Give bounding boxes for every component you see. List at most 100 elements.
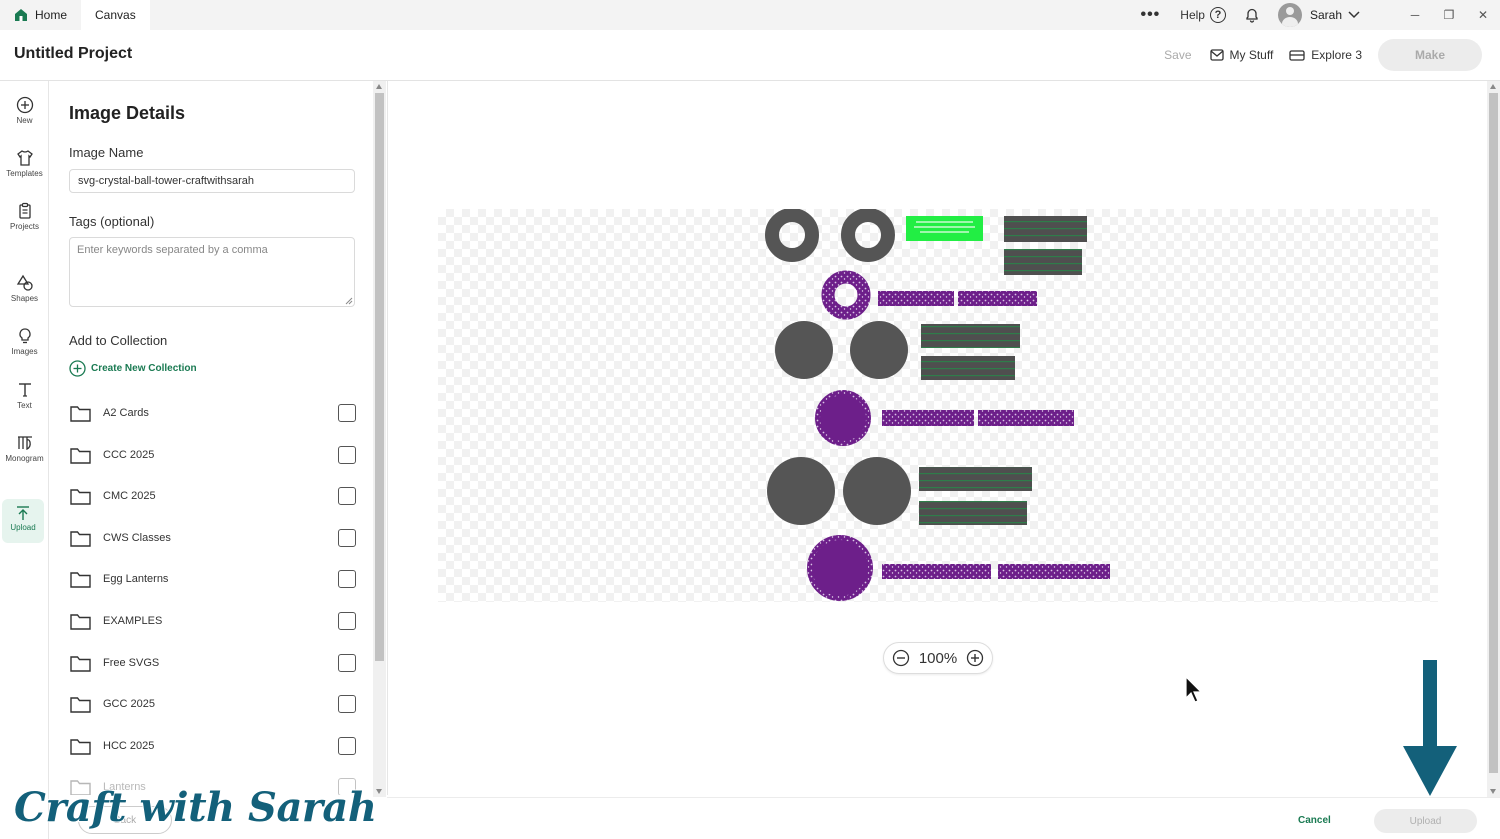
rail-monogram[interactable]: Monogram bbox=[0, 434, 49, 463]
collection-checkbox[interactable] bbox=[338, 570, 356, 588]
save-button[interactable]: Save bbox=[1164, 48, 1192, 62]
lightbulb-icon bbox=[18, 328, 31, 344]
scroll-up-arrow-icon[interactable] bbox=[376, 84, 382, 89]
canvas-area[interactable]: 100% bbox=[387, 81, 1487, 795]
tags-label: Tags (optional) bbox=[69, 214, 155, 229]
collection-checkbox[interactable] bbox=[338, 612, 356, 630]
machine-selector-button[interactable]: Explore 3 bbox=[1289, 48, 1362, 62]
zoom-level: 100% bbox=[918, 649, 958, 667]
tshirt-icon bbox=[16, 150, 33, 166]
collection-row[interactable]: CCC 2025 bbox=[70, 443, 356, 467]
rail-new[interactable]: New bbox=[0, 96, 49, 125]
tab-canvas[interactable]: Canvas bbox=[81, 0, 150, 30]
plus-circle-icon bbox=[16, 96, 33, 114]
folder-icon bbox=[70, 488, 91, 505]
project-title[interactable]: Untitled Project bbox=[14, 45, 133, 62]
collection-name: HCC 2025 bbox=[103, 740, 155, 752]
collection-row[interactable]: CWS Classes bbox=[70, 526, 356, 550]
scroll-up-arrow-icon[interactable] bbox=[1490, 84, 1496, 89]
folder-icon bbox=[70, 405, 91, 422]
collection-name: GCC 2025 bbox=[103, 698, 155, 710]
folder-icon bbox=[70, 655, 91, 672]
scroll-down-arrow-icon[interactable] bbox=[1490, 789, 1496, 794]
rail-new-label: New bbox=[16, 116, 33, 125]
restore-button[interactable]: ❐ bbox=[1443, 8, 1455, 22]
cancel-button[interactable]: Cancel bbox=[1298, 815, 1331, 826]
back-button[interactable]: Back bbox=[78, 806, 172, 834]
collection-name: Free SVGS bbox=[103, 657, 160, 669]
monogram-icon bbox=[17, 436, 32, 451]
zoom-out-minus-icon[interactable] bbox=[892, 649, 910, 667]
upload-icon bbox=[17, 506, 29, 520]
collection-checkbox[interactable] bbox=[338, 404, 356, 422]
my-stuff-button[interactable]: My Stuff bbox=[1209, 48, 1274, 62]
image-name-input[interactable] bbox=[69, 169, 355, 193]
user-name[interactable]: Sarah bbox=[1309, 8, 1342, 22]
zoom-control: 100% bbox=[883, 642, 993, 674]
canvas-scroll-thumb[interactable] bbox=[1489, 93, 1498, 773]
folder-icon bbox=[70, 530, 91, 547]
create-new-collection-button[interactable]: Create New Collection bbox=[69, 360, 197, 377]
cutting-machine-icon bbox=[1289, 49, 1305, 61]
tab-home[interactable]: Home bbox=[0, 0, 81, 30]
collection-row[interactable]: Lanterns bbox=[70, 775, 356, 795]
close-window-button[interactable]: ✕ bbox=[1477, 8, 1489, 22]
left-toolbar: New Templates Projects Shapes Images Tex… bbox=[0, 81, 49, 839]
collection-checkbox[interactable] bbox=[338, 654, 356, 672]
collection-checkbox[interactable] bbox=[338, 446, 356, 464]
collection-row[interactable]: A2 Cards bbox=[70, 401, 356, 425]
title-bar: Home Canvas ••• Help ? Sarah ─ ❐ ✕ bbox=[0, 0, 1500, 30]
tags-input[interactable] bbox=[69, 237, 355, 307]
help-label: Help bbox=[1180, 8, 1205, 22]
collection-checkbox[interactable] bbox=[338, 737, 356, 755]
panel-scroll-thumb[interactable] bbox=[375, 93, 384, 661]
scroll-down-arrow-icon[interactable] bbox=[376, 789, 382, 794]
rail-upload[interactable]: Upload bbox=[2, 499, 44, 543]
tab-home-label: Home bbox=[35, 8, 68, 22]
collection-checkbox[interactable] bbox=[338, 487, 356, 505]
canvas-scrollbar[interactable] bbox=[1487, 81, 1500, 797]
collection-checkbox[interactable] bbox=[338, 778, 356, 795]
more-options-button[interactable]: ••• bbox=[1140, 6, 1161, 23]
resize-grip-icon[interactable] bbox=[345, 297, 353, 305]
help-icon: ? bbox=[1209, 7, 1226, 23]
folder-icon bbox=[70, 738, 91, 755]
mail-icon bbox=[1209, 49, 1224, 61]
collection-checkbox[interactable] bbox=[338, 529, 356, 547]
rail-projects-label: Projects bbox=[10, 222, 39, 231]
mouse-pointer-icon bbox=[1185, 676, 1203, 703]
make-button[interactable]: Make bbox=[1378, 39, 1482, 71]
minimize-button[interactable]: ─ bbox=[1410, 8, 1420, 22]
rail-images[interactable]: Images bbox=[0, 327, 49, 356]
collection-row[interactable]: HCC 2025 bbox=[70, 734, 356, 758]
help-button[interactable]: Help ? bbox=[1180, 7, 1226, 23]
plus-circle-icon bbox=[69, 360, 86, 377]
user-avatar[interactable] bbox=[1277, 3, 1302, 27]
rail-projects[interactable]: Projects bbox=[0, 202, 49, 231]
collection-row[interactable]: GCC 2025 bbox=[70, 692, 356, 716]
zoom-in-plus-icon[interactable] bbox=[966, 649, 984, 667]
collection-row[interactable]: EXAMPLES bbox=[70, 609, 356, 633]
collection-row[interactable]: Free SVGS bbox=[70, 651, 356, 675]
rail-text[interactable]: Text bbox=[0, 381, 49, 410]
top-right-controls: ••• Help ? Sarah ─ ❐ ✕ bbox=[1140, 0, 1500, 30]
rail-templates-label: Templates bbox=[6, 169, 43, 178]
collection-name: EXAMPLES bbox=[103, 615, 163, 627]
panel-scrollbar[interactable] bbox=[373, 81, 386, 797]
user-menu-chevron-down-icon[interactable] bbox=[1348, 11, 1360, 19]
rail-shapes[interactable]: Shapes bbox=[0, 274, 49, 303]
my-stuff-label: My Stuff bbox=[1229, 48, 1274, 62]
shapes-icon bbox=[16, 274, 33, 291]
collection-row[interactable]: Egg Lanterns bbox=[70, 567, 356, 591]
footer-bar: Cancel Upload bbox=[387, 797, 1500, 839]
panel-title: Image Details bbox=[69, 103, 186, 123]
upload-button[interactable]: Upload bbox=[1374, 809, 1477, 833]
machine-label: Explore 3 bbox=[1311, 48, 1362, 62]
notifications-bell-icon[interactable] bbox=[1244, 7, 1260, 23]
folder-icon bbox=[70, 571, 91, 588]
collection-row[interactable]: CMC 2025 bbox=[70, 484, 356, 508]
rail-text-label: Text bbox=[17, 401, 32, 410]
rail-templates[interactable]: Templates bbox=[0, 149, 49, 178]
collection-checkbox[interactable] bbox=[338, 695, 356, 713]
